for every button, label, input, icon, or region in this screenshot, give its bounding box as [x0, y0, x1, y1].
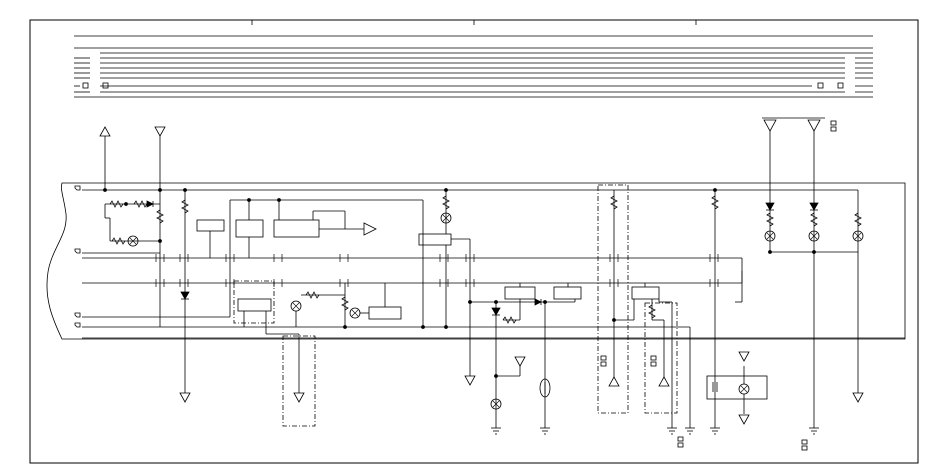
lamp-icon: [440, 212, 452, 224]
connector-pin-icon: [600, 361, 607, 367]
up-arrow-icon: [658, 376, 670, 387]
connector-pin-icon: [837, 82, 844, 89]
left-connector-pins: [74, 185, 81, 328]
motor-icon: [539, 378, 551, 398]
top-harness-bundle: [74, 35, 873, 98]
down-arrow-icon: [464, 375, 476, 386]
down-arrow-icon: [514, 356, 526, 367]
resistor-icon: [305, 291, 320, 299]
center-lamp-group: [418, 188, 476, 386]
connector-pin-icon: [677, 442, 684, 448]
right-sensor-group: [597, 184, 695, 448]
connector-pin-icon: [817, 82, 824, 89]
down-arrow-icon: [807, 119, 821, 132]
relay-box-icon: [706, 375, 768, 400]
internal-bus: [82, 189, 905, 339]
lamp-icon: [764, 230, 776, 242]
connector-pin-icon: [677, 436, 684, 442]
connector-pin-icon: [650, 355, 657, 361]
diode-icon: [809, 202, 819, 211]
resistor-icon: [502, 316, 517, 324]
left-power-terminals: [99, 126, 166, 327]
diode-icon: [146, 200, 154, 208]
connector-pin-icon: [82, 82, 89, 89]
connector-pin-icon: [74, 248, 81, 254]
connector-pin-icon: [801, 445, 808, 451]
down-arrow-icon: [293, 392, 305, 403]
diode-icon: [534, 298, 542, 306]
resistor-icon: [810, 212, 818, 227]
connector-pin-icon: [74, 312, 81, 318]
resistor-icon: [854, 212, 862, 227]
connector-pin-icon: [830, 120, 837, 126]
motor-branch: [290, 283, 402, 329]
resistor-icon: [442, 195, 450, 210]
lamp-icon: [490, 398, 502, 410]
branch-185: [179, 188, 191, 403]
relay-left-group: [233, 280, 316, 427]
lamp-icon: [852, 230, 864, 242]
control-unit-outline: [46, 182, 906, 340]
bus-junction-ticks: [155, 254, 719, 287]
down-arrow-icon: [154, 126, 166, 137]
connector-pin-icon: [74, 185, 81, 191]
down-arrow-icon: [738, 351, 750, 362]
right-indicator-lamps: [715, 117, 864, 451]
diode-icon: [765, 202, 775, 211]
resistor-icon: [156, 209, 164, 224]
connector-pin-icon: [102, 82, 109, 89]
down-arrow-icon: [763, 119, 777, 132]
input-network: [103, 188, 164, 247]
connector-pin-icon: [801, 439, 808, 445]
resistor-icon: [111, 237, 126, 245]
resistor-icon: [648, 304, 656, 319]
connector-pin-icon: [600, 355, 607, 361]
up-arrow-icon: [608, 376, 620, 387]
diode-icon: [180, 291, 190, 300]
diode-icon: [491, 307, 501, 316]
resistor-icon: [341, 296, 349, 311]
lamp-icon: [127, 235, 139, 247]
resistor-icon: [109, 200, 124, 208]
resistor-icon: [610, 195, 618, 210]
relay-box: [706, 351, 768, 425]
connector-pin-icon: [830, 126, 837, 132]
down-arrow-icon: [852, 392, 864, 403]
resistor-icon: [133, 200, 148, 208]
resistor-icon: [766, 212, 774, 227]
up-arrow-icon: [99, 126, 111, 137]
down-arrow-icon: [179, 392, 191, 403]
connector-pin-icon: [74, 322, 81, 328]
resistor-icon: [711, 195, 719, 210]
branch-715: [710, 188, 743, 435]
down-arrow-icon: [738, 414, 750, 425]
logic-blocks-left: [196, 198, 377, 258]
resistor-icon: [181, 199, 189, 214]
lamp-icon: [808, 230, 820, 242]
page-frame: [29, 19, 919, 464]
middle-relay-group: [468, 283, 582, 428]
lower-center-loads: [490, 356, 551, 435]
connector-pin-icon: [650, 361, 657, 367]
